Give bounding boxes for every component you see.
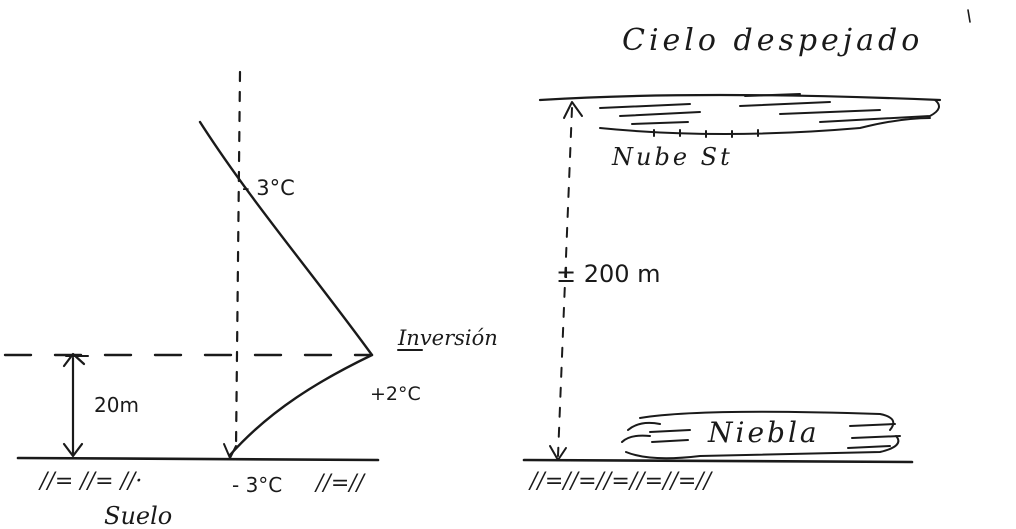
temp-top-label: - 3°C — [242, 176, 295, 200]
fog-sketch — [621, 410, 901, 460]
ground-marks-right-diagram: //=//=//=//=//=// — [528, 469, 714, 494]
cloud-fog-diagram: Cielo despejado Nube St ± 200 m — [522, 9, 971, 494]
height-arrow-up-icon — [62, 352, 86, 368]
temperature-profile-curve — [198, 120, 374, 457]
inversion-label: Inversión — [397, 326, 498, 350]
inversion-profile-diagram: - 3°C Inversión +2°C 20m - 3°C //= //= /… — [3, 70, 498, 529]
height-20m-label: 20m — [94, 393, 139, 417]
cloud-label: Nube St — [611, 143, 733, 171]
sky-label: Cielo despejado — [622, 23, 923, 58]
ground-marks-right: //=// — [314, 471, 367, 496]
ground-line-left — [16, 456, 380, 462]
temp-ground-label: - 3°C — [232, 473, 282, 497]
height-arrow-down-icon — [62, 442, 84, 458]
ground-label: Suelo — [104, 502, 172, 529]
ground-line-right — [522, 458, 914, 464]
fog-label: Niebla — [707, 416, 820, 449]
ground-marks-left: //= //= //· — [38, 469, 142, 494]
vertical-reference-line — [234, 70, 242, 450]
stratus-cloud-sketch — [538, 93, 942, 138]
height-200m-label: ± 200 m — [556, 260, 661, 288]
temp-inversion-label: +2°C — [370, 383, 421, 405]
height-200m-up-icon — [563, 101, 583, 119]
stray-mark — [967, 9, 971, 23]
profile-arrow-icon — [223, 443, 237, 459]
